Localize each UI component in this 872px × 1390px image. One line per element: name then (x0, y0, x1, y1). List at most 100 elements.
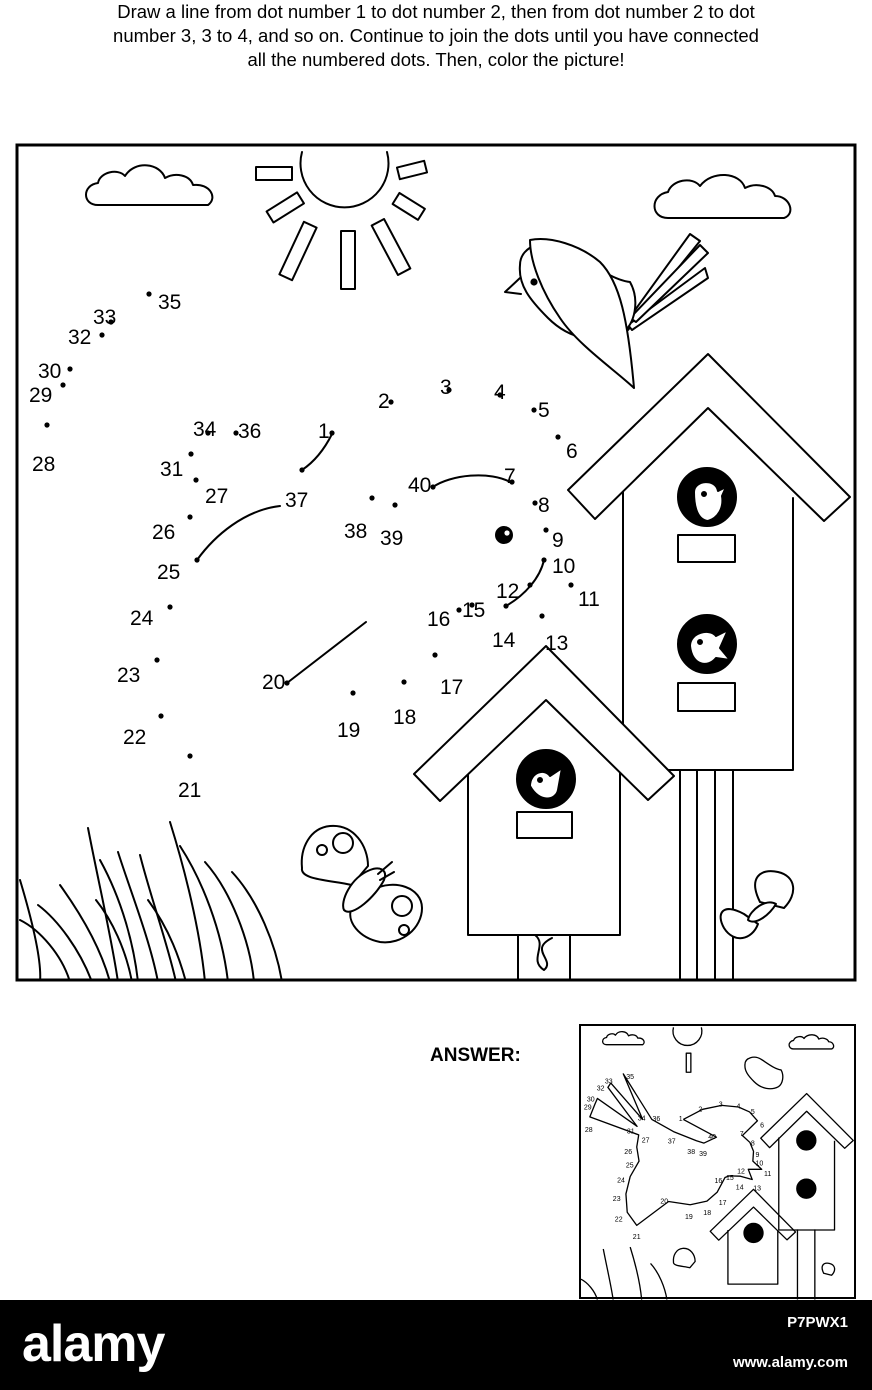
dot-number: 8 (538, 494, 550, 517)
answer-dot-number: 4 (737, 1103, 741, 1110)
dot-number: 24 (130, 607, 154, 630)
dot-number: 34 (193, 418, 217, 441)
dot-marker (388, 399, 394, 405)
dot-number: 29 (29, 384, 52, 407)
instruction-line: Draw a line from dot number 1 to dot num… (117, 1, 755, 22)
answer-dot-number: 5 (751, 1109, 755, 1116)
answer-dot-number: 27 (642, 1137, 650, 1144)
sun-icon (255, 151, 429, 290)
dot-marker (469, 602, 475, 608)
dot-marker (99, 332, 105, 338)
answer-dot-number: 9 (756, 1152, 760, 1159)
guide-line (301, 433, 333, 471)
dot-point: 39 (380, 502, 403, 550)
dot-number: 18 (393, 706, 416, 729)
dot-marker (205, 430, 211, 436)
dot-number: 13 (545, 632, 568, 655)
tall-birdhouse (567, 353, 851, 980)
dot-marker (233, 430, 239, 436)
dot-point: 29 (29, 382, 66, 407)
dot-marker (329, 430, 335, 436)
answer-dot-number: 10 (756, 1160, 764, 1167)
dot-number: 22 (123, 726, 146, 749)
dot-number: 7 (504, 465, 516, 488)
dot-point: 21 (178, 753, 201, 802)
grass-icon (19, 821, 283, 980)
answer-dot-number: 20 (660, 1198, 668, 1205)
dot-point: 32 (68, 326, 105, 349)
dot-number: 37 (285, 489, 308, 512)
dot-marker (430, 484, 436, 490)
answer-dot-number: 7 (740, 1131, 744, 1138)
dot-marker (108, 319, 114, 325)
instruction-line: all the numbered dots. Then, color the p… (247, 49, 625, 70)
answer-label: ANSWER: (430, 1045, 521, 1066)
dot-marker (146, 291, 152, 297)
dot-point: 27 (193, 477, 228, 508)
dot-marker (350, 690, 356, 696)
answer-dot-number: 29 (584, 1104, 592, 1111)
dot-marker (541, 557, 547, 563)
dot-point: 12 (496, 580, 533, 603)
dot-point: 22 (123, 713, 164, 749)
dot-number: 17 (440, 676, 463, 699)
dot-number: 15 (462, 599, 485, 622)
dot-marker (446, 387, 452, 393)
dot-number: 6 (566, 440, 578, 463)
answer-dot-number: 22 (615, 1217, 623, 1224)
guide-line (432, 474, 513, 488)
dot-number: 26 (152, 521, 175, 544)
answer-dot-number: 40 (708, 1134, 716, 1141)
answer-dot-number: 32 (597, 1085, 605, 1092)
answer-dot-number: 31 (627, 1129, 635, 1136)
answer-dot-number: 35 (626, 1074, 634, 1081)
dot-point: 13 (539, 613, 568, 655)
dot-marker (568, 582, 574, 588)
footer-banner: alamy P7PWX1 www.alamy.com (0, 1300, 872, 1390)
dot-point: 30 (38, 360, 73, 383)
dot-point: 7 (504, 465, 516, 488)
dot-number: 35 (158, 291, 181, 314)
dot-point: 20 (262, 671, 290, 694)
guide-line (286, 621, 367, 684)
answer-dot-number: 13 (753, 1186, 761, 1193)
dot-marker (555, 434, 561, 440)
dot-marker (194, 557, 200, 563)
butterfly-icon (719, 870, 794, 939)
dot-marker (187, 514, 193, 520)
answer-dot-number: 1 (679, 1116, 683, 1123)
dot-marker (503, 603, 509, 609)
dot-marker (193, 477, 199, 483)
dot-point: 34 (193, 418, 217, 441)
dot-marker (527, 582, 533, 588)
answer-dot-number: 30 (587, 1096, 595, 1103)
dot-number: 12 (496, 580, 519, 603)
dot-point: 23 (117, 657, 160, 687)
answer-dot-number: 11 (764, 1171, 771, 1178)
answer-dot-number: 8 (751, 1140, 755, 1147)
site-url: www.alamy.com (732, 1354, 848, 1371)
answer-dot-number: 34 (638, 1115, 646, 1122)
dot-point: 16 (427, 607, 462, 631)
dot-marker (532, 500, 538, 506)
answer-dot-number: 24 (617, 1177, 625, 1184)
dot-point: 5 (531, 399, 550, 422)
dot-number: 4 (494, 381, 506, 404)
dot-number: 36 (238, 420, 261, 443)
dot-number: 16 (427, 608, 450, 631)
dot-point: 19 (337, 690, 360, 742)
answer-dot-number: 3 (719, 1102, 723, 1109)
dot-point: 17 (432, 652, 463, 699)
dot-marker (158, 713, 164, 719)
dot-point: 33 (93, 306, 116, 329)
bird-eye-icon (495, 526, 513, 544)
answer-dot-number: 36 (653, 1116, 661, 1123)
dot-marker (369, 495, 375, 501)
dot-point: 4 (494, 381, 506, 404)
dot-point: 15 (462, 599, 485, 622)
instruction-line: number 3, 3 to 4, and so on. Continue to… (113, 25, 759, 46)
dot-number: 39 (380, 527, 403, 550)
dot-point: 14 (492, 603, 516, 652)
